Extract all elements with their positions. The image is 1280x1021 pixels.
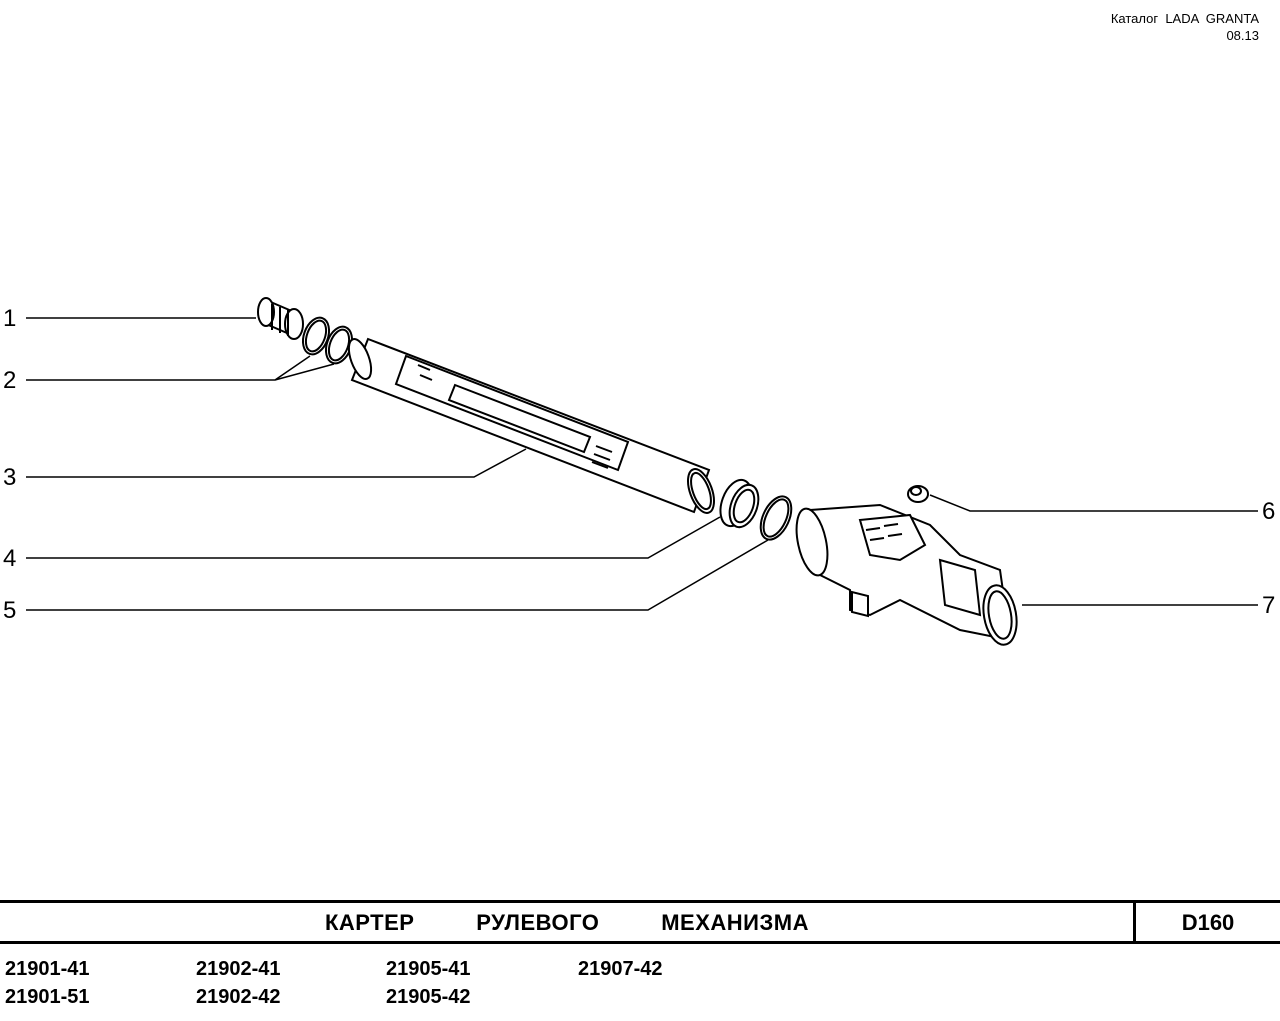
part-2-rings: [301, 316, 354, 365]
model-code: 21901-51: [5, 986, 90, 1008]
leader-line-2: [26, 355, 335, 381]
title-divider: [1133, 903, 1136, 941]
model-code: 21905-41: [386, 958, 471, 980]
catalog-date: 08.13: [1226, 28, 1259, 43]
model-code: 21901-41: [5, 958, 90, 980]
part-7-gear-housing: [795, 503, 1018, 646]
leader-line-6: [929, 494, 1258, 512]
part-6-bushing: [907, 485, 929, 503]
model-list: 21901-41 21902-41 21905-41 21907-42 2190…: [5, 957, 1275, 1017]
leader-line-5: [26, 539, 769, 611]
title-band: КАРТЕР РУЛЕВОГО МЕХАНИЗМА D160: [0, 900, 1280, 944]
model-code: 21907-42: [578, 958, 663, 980]
part-1-bushing: [257, 297, 304, 340]
catalog-header: Каталог LADA GRANTA 08.13: [1111, 10, 1259, 44]
leader-line-4: [26, 516, 721, 559]
callout-4: 4: [3, 545, 17, 572]
part-3-tube: [347, 337, 715, 514]
diagram-title: КАРТЕР РУЛЕВОГО МЕХАНИЗМА: [324, 910, 809, 935]
leader-line-3: [26, 448, 527, 478]
model-code: 21905-42: [386, 986, 471, 1008]
model-code: 21902-42: [196, 986, 281, 1008]
model-code: 21902-41: [196, 958, 281, 980]
callout-7: 7: [1262, 592, 1276, 619]
callout-6: 6: [1262, 498, 1276, 525]
callout-2: 2: [3, 367, 17, 394]
catalog-name: Каталог LADA GRANTA: [1110, 11, 1259, 26]
part-5-ring: [759, 495, 793, 541]
callout-1: 1: [3, 305, 17, 332]
part-4-nut: [719, 478, 760, 529]
callout-3: 3: [3, 464, 17, 491]
exploded-parts-diagram: [26, 297, 1258, 646]
page-code: D160: [1181, 910, 1235, 935]
callout-5: 5: [3, 597, 17, 624]
